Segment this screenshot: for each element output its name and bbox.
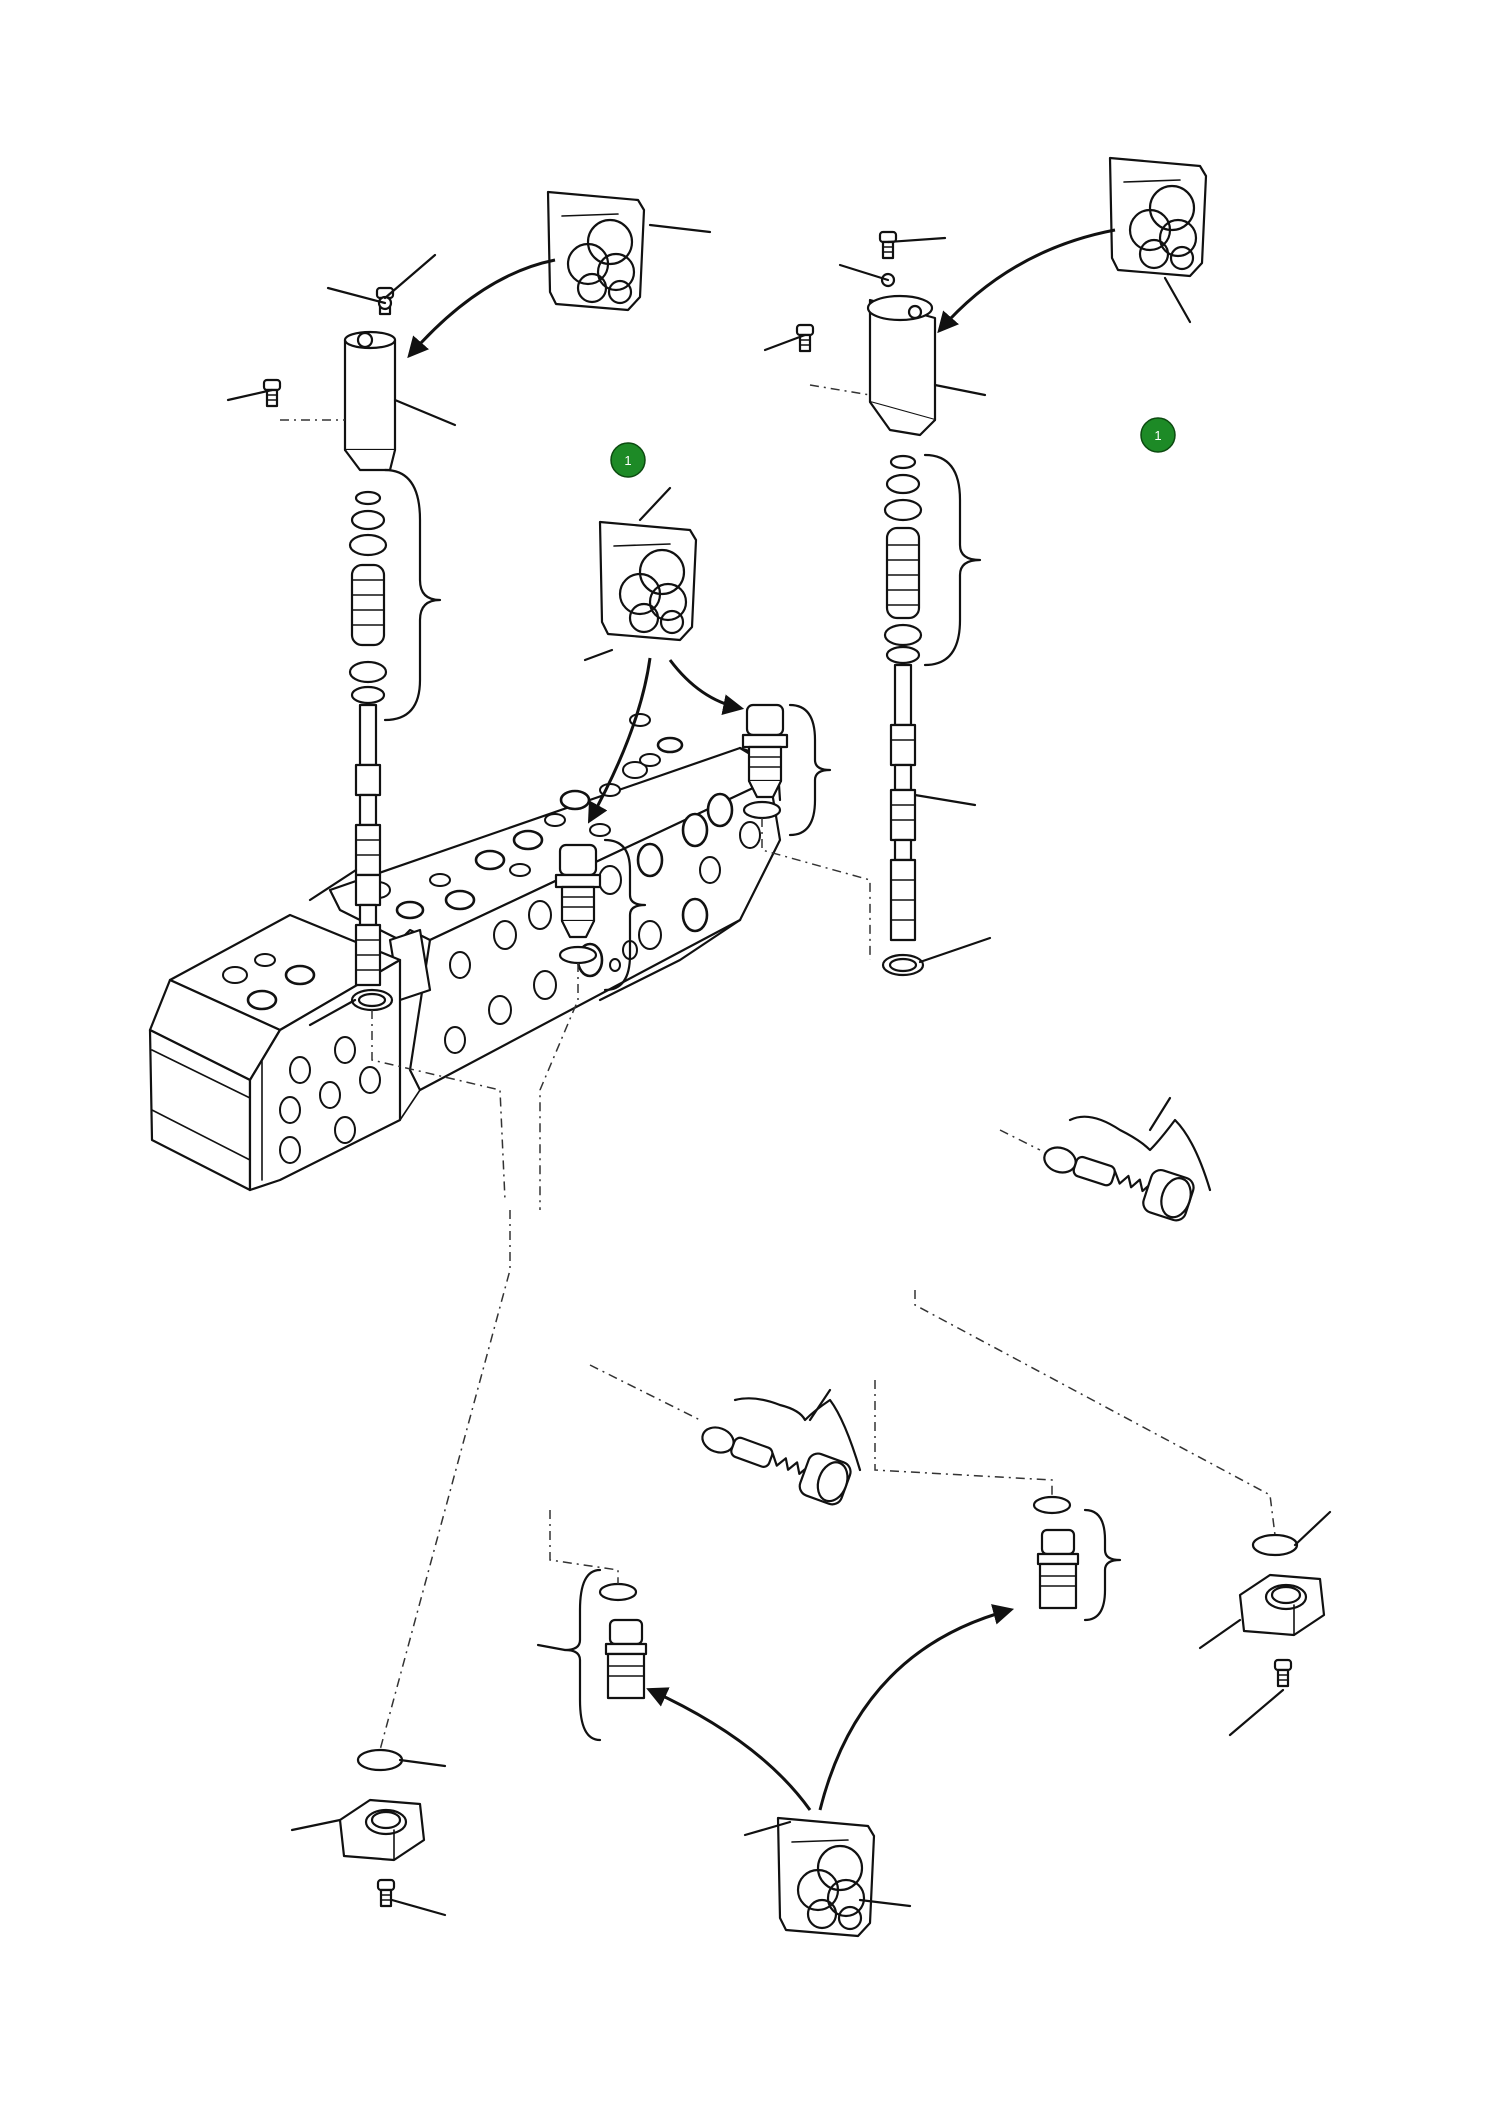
left-spool-assembly xyxy=(226,253,506,1201)
relief-valve-lower xyxy=(589,1364,862,1509)
plug-middle xyxy=(539,838,647,1210)
leader-arrow-icon xyxy=(407,258,556,359)
seal-kit-top-right xyxy=(937,156,1208,334)
cap-screw-icon xyxy=(262,378,282,408)
leader-arrow-icon xyxy=(937,228,1116,334)
valve-body xyxy=(148,713,782,1192)
leader-arrow-icon xyxy=(818,1604,1015,1811)
callout-badge-icon xyxy=(1140,417,1176,453)
callout-badge-left: 1 xyxy=(610,442,646,478)
leader-arrow-icon xyxy=(668,659,745,715)
seal-kit-center xyxy=(583,486,745,824)
seal-kit-icon xyxy=(598,520,698,642)
flange-lower-left xyxy=(290,1210,511,1917)
plug-upper-center xyxy=(741,703,871,960)
plug-lower-left xyxy=(536,1510,648,1742)
seal-kit-bottom xyxy=(646,1604,1015,1938)
left-cap-housing xyxy=(343,338,397,452)
leader-arrow-icon xyxy=(646,1687,812,1811)
callout-badge-icon xyxy=(610,442,646,478)
callout-badge-right: 1 xyxy=(1140,417,1176,453)
seal-kit-icon xyxy=(776,1816,876,1938)
relief-valve-right xyxy=(999,1096,1212,1225)
right-spool-assembly xyxy=(763,230,992,977)
seal-kit-icon xyxy=(546,190,646,312)
seal-kit-icon xyxy=(1108,156,1208,278)
callout-badge-label: 1 xyxy=(1154,428,1161,443)
flange-right xyxy=(914,1290,1332,1737)
callout-badge-label: 1 xyxy=(624,453,631,468)
leader-arrow-icon xyxy=(587,657,652,824)
plug-lower-right xyxy=(874,1380,1122,1622)
seal-kit-top-left xyxy=(407,190,712,359)
cap-screw-icon xyxy=(878,230,898,260)
